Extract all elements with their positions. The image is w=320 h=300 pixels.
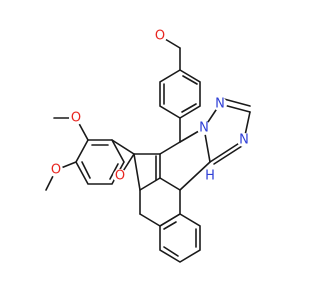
atom-nitrogen-hydrogen: H [205, 169, 215, 184]
bond [159, 177, 181, 191]
molecule-structure: O O O O N N N H [45, 29, 251, 263]
bond [179, 161, 211, 191]
atom-oxygen: O [115, 169, 125, 184]
bond [109, 163, 119, 180]
atom-oxygen: O [155, 29, 165, 44]
bond [159, 213, 201, 263]
bond [111, 139, 135, 155]
bonds [45, 35, 251, 263]
bond [213, 145, 243, 165]
bond [182, 75, 198, 85]
bond [133, 153, 141, 191]
atom-nitrogen: N [215, 97, 225, 112]
atom-oxygen: O [71, 111, 81, 126]
atom-nitrogen: N [239, 133, 249, 148]
atom-labels: O O O O N N N H [49, 29, 251, 185]
bond [181, 103, 197, 113]
bond [163, 221, 177, 230]
bond [159, 141, 181, 155]
bond [223, 98, 251, 107]
bond [139, 213, 161, 227]
bond [159, 69, 201, 119]
atom-oxygen: O [51, 163, 61, 178]
bond [81, 161, 91, 179]
atom-nitrogen: N [199, 121, 209, 136]
bond [139, 177, 161, 191]
bond [163, 246, 179, 257]
